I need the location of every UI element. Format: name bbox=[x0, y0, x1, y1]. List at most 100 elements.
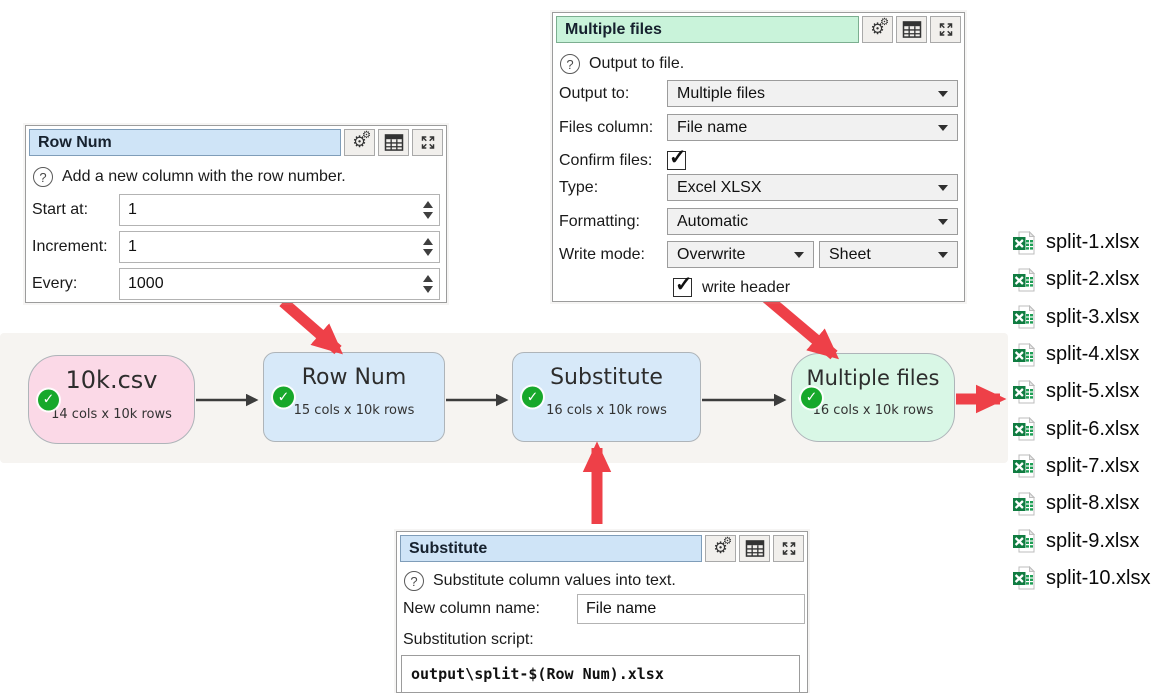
write-header-checkbox[interactable]: ✓ bbox=[673, 273, 693, 297]
checkmark-icon: ✓ bbox=[669, 146, 687, 169]
node-multiple-files[interactable]: ✓ Multiple files 16 cols x 10k rows bbox=[791, 353, 955, 442]
files-column-dropdown[interactable]: File name bbox=[667, 114, 958, 141]
excel-file-icon bbox=[1013, 454, 1035, 478]
spin-down-icon[interactable] bbox=[422, 248, 433, 256]
file-name: split-1.xlsx bbox=[1046, 231, 1140, 254]
settings-button[interactable]: ⚙ ⚙ bbox=[705, 535, 736, 562]
expand-button[interactable] bbox=[930, 16, 961, 43]
excel-file-icon bbox=[1013, 305, 1035, 329]
expand-button[interactable] bbox=[412, 129, 443, 156]
help-icon[interactable]: ? bbox=[33, 167, 53, 187]
write-mode-label: Write mode: bbox=[559, 245, 645, 263]
table-icon bbox=[902, 21, 921, 38]
excel-file-icon bbox=[1013, 342, 1035, 367]
excel-file-icon bbox=[1013, 491, 1035, 516]
settings-button[interactable]: ⚙ ⚙ bbox=[862, 16, 893, 43]
table-view-button[interactable] bbox=[896, 16, 927, 43]
increment-input[interactable] bbox=[119, 230, 440, 263]
spin-up-icon[interactable] bbox=[422, 200, 433, 208]
file-name: split-5.xlsx bbox=[1046, 380, 1140, 403]
confirm-files-checkbox[interactable]: ✓ bbox=[667, 146, 687, 170]
node-title: 10k.csv bbox=[65, 366, 158, 394]
increment-stepper[interactable] bbox=[418, 234, 437, 260]
help-icon[interactable]: ? bbox=[560, 54, 580, 74]
start-at-stepper[interactable] bbox=[418, 197, 437, 223]
spin-down-icon[interactable] bbox=[422, 285, 433, 293]
gear-icon: ⚙ bbox=[362, 130, 371, 141]
file-row[interactable]: split-1.xlsx bbox=[1012, 224, 1150, 261]
output-to-dropdown[interactable]: Multiple files bbox=[667, 80, 958, 107]
node-substitute[interactable]: ✓ Substitute 16 cols x 10k rows bbox=[512, 352, 701, 442]
success-check-icon: ✓ bbox=[801, 387, 822, 408]
gear-icon: ⚙ bbox=[723, 536, 732, 547]
new-column-name-input[interactable] bbox=[577, 594, 805, 624]
file-name: split-6.xlsx bbox=[1046, 417, 1140, 440]
file-row[interactable]: split-5.xlsx bbox=[1012, 373, 1150, 410]
multiple-files-settings-panel: Multiple files ⚙ ⚙ bbox=[552, 12, 965, 302]
write-header-label: write header bbox=[702, 278, 791, 296]
formatting-value: Automatic bbox=[677, 212, 749, 230]
gear-icon: ⚙ bbox=[870, 20, 885, 38]
panel-title: Row Num bbox=[29, 129, 341, 156]
file-row[interactable]: split-2.xlsx bbox=[1012, 261, 1150, 298]
checkmark-icon: ✓ bbox=[675, 273, 693, 296]
start-at-input[interactable] bbox=[119, 193, 440, 226]
gear-icon: ⚙ bbox=[713, 539, 728, 557]
chevron-down-icon bbox=[938, 124, 948, 131]
success-check-icon: ✓ bbox=[273, 386, 294, 408]
chevron-down-icon bbox=[938, 184, 948, 191]
file-row[interactable]: split-9.xlsx bbox=[1012, 522, 1150, 559]
write-mode-dropdown[interactable]: Overwrite bbox=[667, 241, 814, 268]
spin-up-icon[interactable] bbox=[422, 237, 433, 245]
file-row[interactable]: split-7.xlsx bbox=[1012, 448, 1150, 485]
file-row[interactable]: split-8.xlsx bbox=[1012, 485, 1150, 522]
every-stepper[interactable] bbox=[418, 271, 437, 297]
type-value: Excel XLSX bbox=[677, 178, 762, 196]
spin-up-icon[interactable] bbox=[422, 274, 433, 282]
success-check-icon: ✓ bbox=[38, 389, 59, 410]
panel-description: Add a new column with the row number. bbox=[62, 168, 346, 185]
chevron-down-icon bbox=[938, 90, 948, 97]
file-row[interactable]: split-3.xlsx bbox=[1012, 299, 1150, 336]
every-input[interactable] bbox=[119, 267, 440, 300]
gear-icon: ⚙ bbox=[352, 133, 367, 151]
new-column-name-label: New column name: bbox=[403, 600, 540, 617]
node-10k-csv[interactable]: ✓ 10k.csv 14 cols x 10k rows bbox=[28, 355, 195, 444]
file-row[interactable]: split-6.xlsx bbox=[1012, 410, 1150, 447]
table-view-button[interactable] bbox=[378, 129, 409, 156]
chevron-down-icon bbox=[938, 251, 948, 258]
file-row[interactable]: split-4.xlsx bbox=[1012, 336, 1150, 373]
type-dropdown[interactable]: Excel XLSX bbox=[667, 174, 958, 201]
panel-description: Output to file. bbox=[589, 55, 685, 72]
file-name: split-7.xlsx bbox=[1046, 454, 1140, 477]
file-name: split-8.xlsx bbox=[1046, 492, 1140, 515]
expand-icon bbox=[421, 136, 434, 149]
file-name: split-9.xlsx bbox=[1046, 529, 1140, 552]
node-row-num[interactable]: ✓ Row Num 15 cols x 10k rows bbox=[263, 352, 445, 442]
settings-button[interactable]: ⚙ ⚙ bbox=[344, 129, 375, 156]
help-icon[interactable]: ? bbox=[404, 571, 424, 591]
node-dimensions: 16 cols x 10k rows bbox=[546, 403, 667, 418]
chevron-down-icon bbox=[938, 218, 948, 225]
file-row[interactable]: split-10.xlsx bbox=[1012, 560, 1150, 597]
increment-label: Increment: bbox=[32, 237, 108, 255]
table-view-button[interactable] bbox=[739, 535, 770, 562]
output-to-value: Multiple files bbox=[677, 84, 766, 102]
file-name: split-2.xlsx bbox=[1046, 268, 1140, 291]
start-at-label: Start at: bbox=[32, 200, 89, 218]
substitute-settings-panel: Substitute ⚙ ⚙ bbox=[396, 531, 808, 693]
panel-title: Substitute bbox=[400, 535, 702, 562]
expand-button[interactable] bbox=[773, 535, 804, 562]
substitution-script-editor[interactable]: output\split-$(Row Num).xlsx bbox=[401, 655, 800, 692]
formatting-dropdown[interactable]: Automatic bbox=[667, 208, 958, 235]
excel-file-icon bbox=[1013, 379, 1035, 404]
node-title: Substitute bbox=[550, 365, 663, 390]
node-title: Row Num bbox=[301, 365, 407, 390]
sheet-mode-dropdown[interactable]: Sheet bbox=[819, 241, 958, 268]
spin-down-icon[interactable] bbox=[422, 211, 433, 219]
sheet-mode-value: Sheet bbox=[829, 245, 871, 263]
gear-icon: ⚙ bbox=[880, 17, 889, 28]
node-title: Multiple files bbox=[806, 366, 940, 390]
substitution-script-label: Substitution script: bbox=[403, 631, 534, 648]
